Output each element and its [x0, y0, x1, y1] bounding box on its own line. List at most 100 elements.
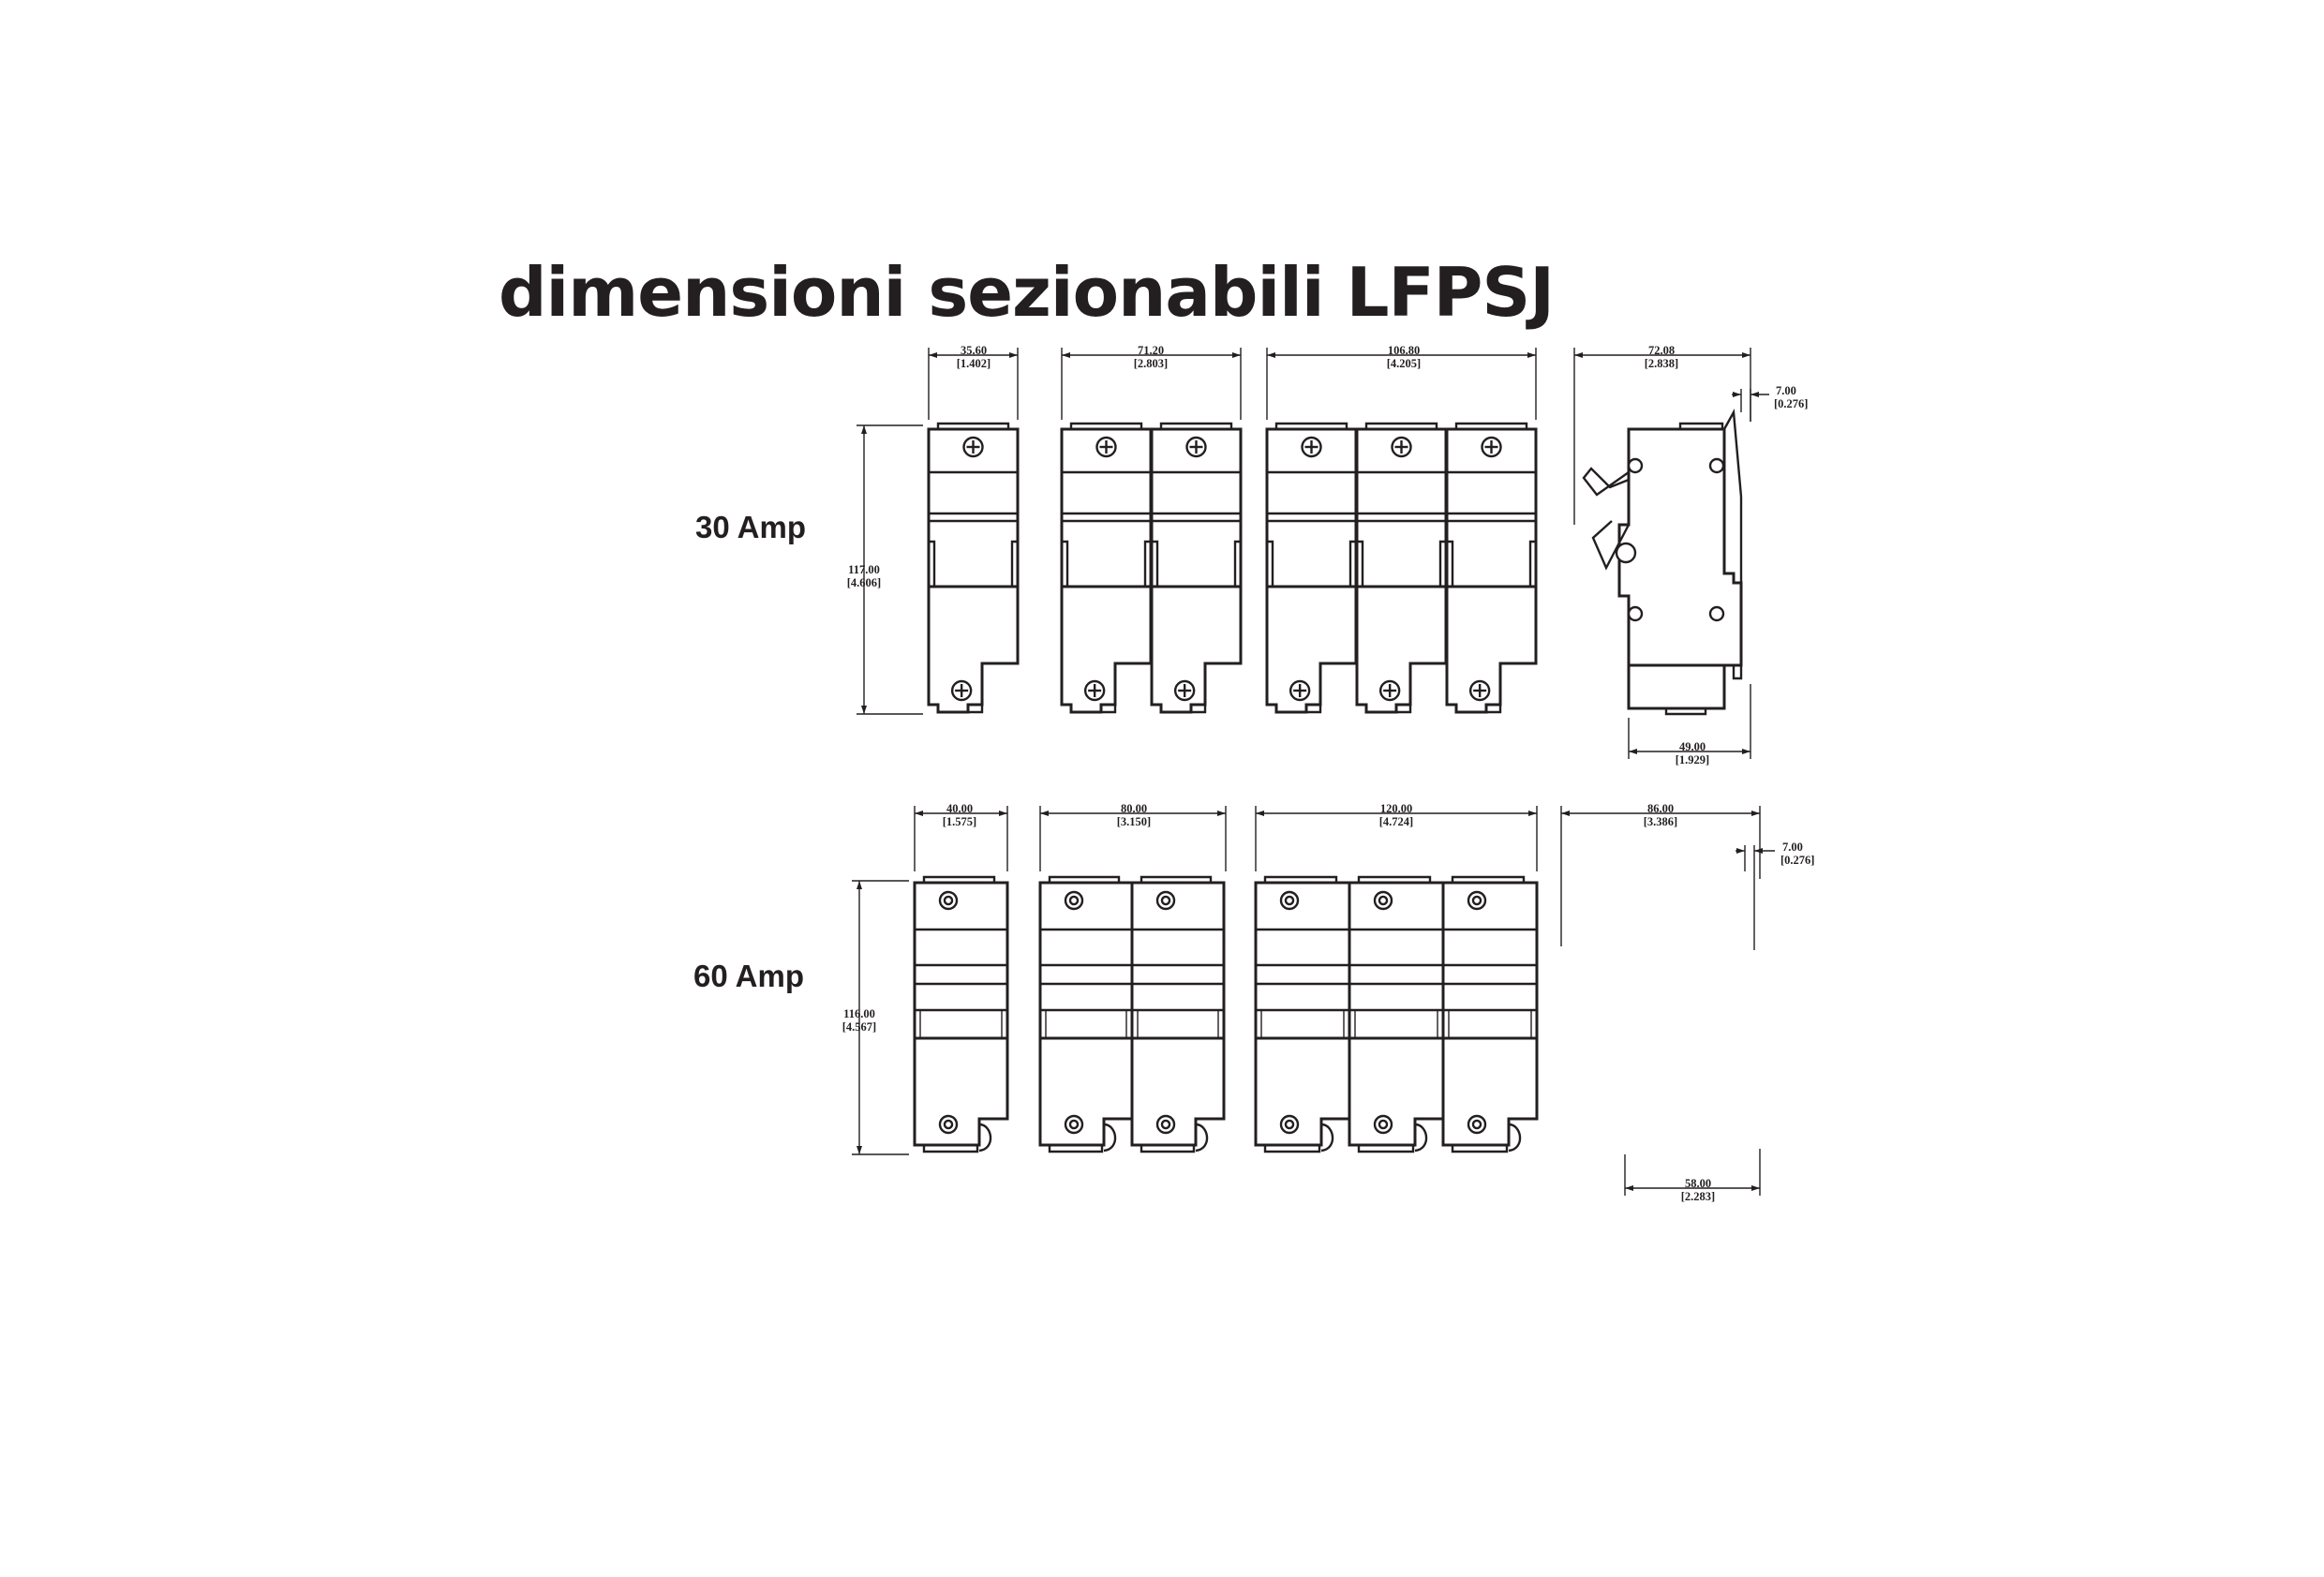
dimension-arrow	[1742, 749, 1750, 754]
screw-center	[1284, 1119, 1295, 1130]
top-tab	[1048, 875, 1121, 883]
dimension-arrow	[1750, 392, 1759, 397]
top-tab	[1069, 422, 1143, 429]
top-tab	[922, 875, 996, 883]
dimension-arrow	[1625, 1185, 1633, 1191]
dimension-arrow	[915, 811, 923, 816]
dim-30-2pole-in: [2.803]	[1134, 357, 1168, 370]
screw-center	[1068, 1119, 1080, 1130]
clip-notch	[929, 540, 936, 587]
dim-30-side-in: [2.838]	[1645, 357, 1678, 370]
dimension-arrow	[929, 352, 937, 358]
module-body	[1130, 881, 1226, 1147]
side-hole	[1627, 605, 1644, 622]
dim-60-offset-mm: 7.00	[1782, 841, 1803, 854]
clip-notch	[1348, 540, 1356, 587]
dimension-arrow	[857, 1146, 862, 1154]
bottom-tab	[922, 1145, 979, 1153]
screw-center	[1068, 895, 1080, 906]
dimension-arrow	[1528, 811, 1537, 816]
bottom-tab	[1664, 708, 1707, 716]
dimension-arrow	[1751, 811, 1760, 816]
page-title: dimensioni sezionabili LFPSJ	[499, 253, 1555, 332]
dim-60-base-mm: 58.00	[1685, 1177, 1711, 1190]
hook	[978, 1123, 992, 1153]
screw-center	[1471, 895, 1482, 906]
dim-30-1pole-mm: 35.60	[961, 344, 987, 357]
dim-30-base-in: [1.929]	[1676, 753, 1709, 766]
screw-center	[943, 1119, 954, 1130]
top-tab	[1357, 875, 1432, 883]
bottom-tab	[936, 705, 984, 714]
dim-30-base-mm: 49.00	[1679, 740, 1706, 753]
bottom-tab	[1451, 1145, 1509, 1153]
fuse-holders-60-amp	[852, 806, 1775, 1196]
side-hole	[1627, 457, 1644, 474]
top-tab	[1159, 422, 1233, 429]
screw-center	[943, 895, 954, 906]
bottom-tab	[1263, 1145, 1321, 1153]
dim-30-offset-mm: 7.00	[1776, 384, 1796, 397]
dim-60-2pole-in: [3.150]	[1117, 815, 1151, 828]
bottom-tab	[1357, 1145, 1415, 1153]
bottom-tab	[1364, 705, 1412, 714]
top-tab	[1454, 422, 1528, 429]
hook	[1103, 1123, 1117, 1153]
row-label-30-amp: 30 Amp	[695, 510, 806, 544]
dim-60-side-in: [3.386]	[1644, 815, 1677, 828]
fuse-holders-30-amp	[857, 348, 1769, 759]
screw-center	[1471, 1119, 1482, 1130]
clip-notch	[1357, 540, 1364, 587]
bottom-tab	[1274, 705, 1322, 714]
side-lever	[1582, 467, 1630, 497]
dimension-arrow	[857, 881, 862, 889]
top-tab	[936, 422, 1010, 429]
hook	[1195, 1123, 1209, 1153]
dimension-arrow	[1754, 848, 1763, 854]
dim-30-1pole-in: [1.402]	[957, 357, 991, 370]
dim-60-1pole-in: [1.575]	[943, 815, 976, 828]
dim-30-3pole-in: [4.205]	[1387, 357, 1421, 370]
dim-60-3pole-mm: 120.00	[1380, 802, 1412, 815]
bottom-tab	[1048, 1145, 1104, 1153]
module-body	[913, 881, 1009, 1147]
dimension-arrow	[1217, 811, 1226, 816]
dimension-arrow	[999, 811, 1007, 816]
hook	[1508, 1123, 1522, 1153]
screw-center	[1284, 895, 1295, 906]
side-hole	[1708, 605, 1725, 622]
dimension-arrow	[1629, 749, 1637, 754]
top-tab	[1263, 875, 1338, 883]
side-hole	[1615, 542, 1637, 564]
clip-notch	[1062, 540, 1069, 587]
dimension-arrow	[1733, 392, 1741, 397]
top-tab	[1140, 875, 1213, 883]
clip-notch	[1143, 540, 1151, 587]
module-body	[1254, 881, 1351, 1147]
dimension-arrow	[1742, 352, 1750, 358]
dimension-arrow	[1736, 848, 1745, 854]
top-tab	[1451, 875, 1526, 883]
dim-60-3pole-in: [4.724]	[1379, 815, 1413, 828]
side-rail	[1722, 409, 1743, 498]
screw-center	[1378, 1119, 1389, 1130]
screw-center	[1160, 895, 1171, 906]
clip-notch	[1267, 540, 1274, 587]
dimension-arrow	[861, 425, 867, 434]
row-label-60-amp: 60 Amp	[693, 959, 804, 993]
dimension-arrow	[1751, 1185, 1760, 1191]
clip-notch	[1447, 540, 1454, 587]
hook	[1414, 1123, 1428, 1153]
bottom-tab	[1140, 1145, 1196, 1153]
dim-30-3pole-mm: 106.80	[1388, 344, 1420, 357]
dim-60-2pole-mm: 80.00	[1121, 802, 1147, 815]
side-base	[1627, 665, 1726, 710]
clip-notch	[1152, 540, 1159, 587]
module-body	[1348, 881, 1445, 1147]
dimension-arrow	[1009, 352, 1018, 358]
bottom-tab	[1069, 705, 1117, 714]
bottom-tab	[1159, 705, 1207, 714]
module-body	[1441, 881, 1539, 1147]
screw-center	[1160, 1119, 1171, 1130]
